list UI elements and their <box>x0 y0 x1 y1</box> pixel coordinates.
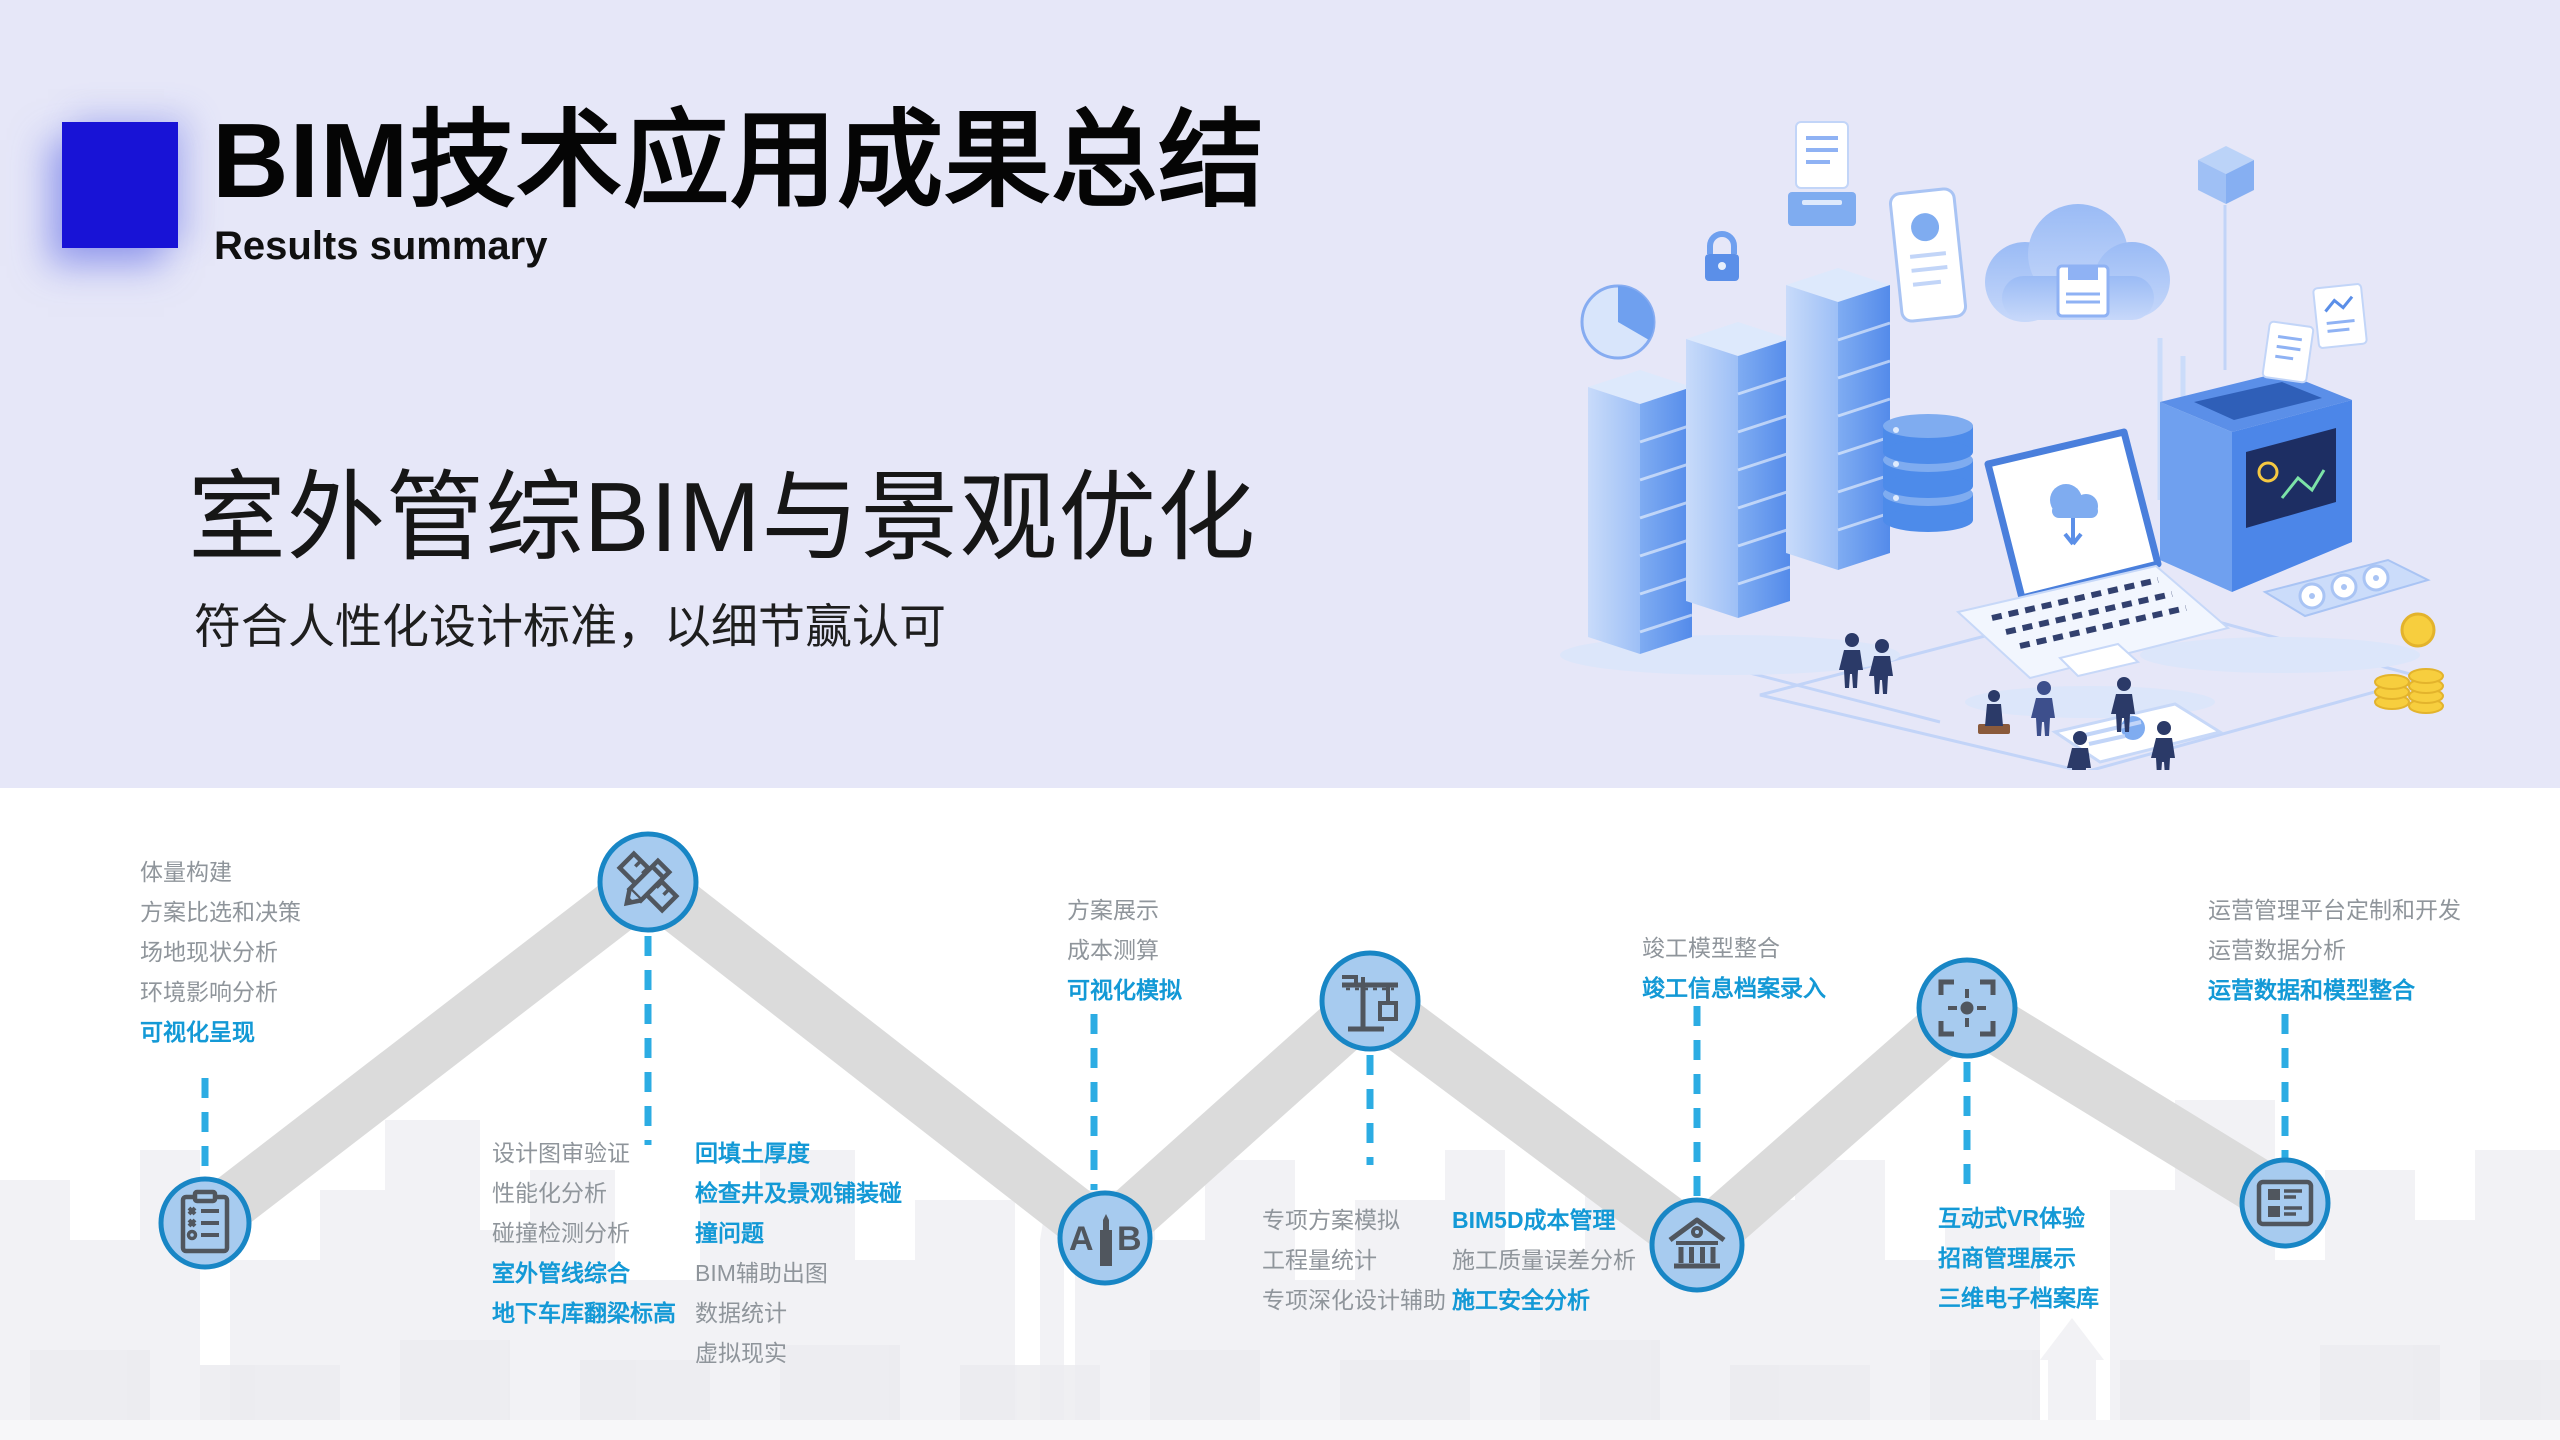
tower-crane-icon <box>1342 975 1398 1032</box>
coins-icon <box>2374 612 2444 714</box>
pie-chart-icon <box>1580 284 1656 360</box>
ab-compare-icon: A B <box>1069 1214 1142 1266</box>
timeline-group-construction-left: 专项方案模拟工程量统计专项深化设计辅助 <box>1262 1200 1446 1320</box>
database-icon <box>1883 414 1973 532</box>
timeline-item: BIM5D成本管理 <box>1452 1207 1616 1233</box>
timeline-group-completion: 竣工模型整合竣工信息档案录入 <box>1642 928 1826 1008</box>
timeline-item: 场地现状分析 <box>140 939 278 965</box>
svg-text:B: B <box>1117 1220 1142 1258</box>
timeline-item: 虚拟现实 <box>695 1340 787 1366</box>
padlock-icon <box>1705 231 1739 281</box>
timeline-item: 方案展示 <box>1067 897 1159 923</box>
timeline-item: 运营数据分析 <box>2208 937 2346 963</box>
cloud-storage-icon <box>1985 204 2170 322</box>
printer-machine <box>2160 283 2444 714</box>
smartphone-icon <box>1888 187 1968 323</box>
cube-icon <box>2198 146 2254 204</box>
timeline-item: 方案比选和决策 <box>140 899 301 925</box>
people-figures <box>1839 633 2175 770</box>
timeline-group-design-left: 设计图审验证性能化分析碰撞检测分析室外管线综合地下车库翻梁标高 <box>492 1133 676 1333</box>
timeline-item: 三维电子档案库 <box>1938 1285 2099 1311</box>
timeline-item: 地下车库翻梁标高 <box>492 1300 676 1326</box>
section-heading: 室外管综BIM与景观优化 <box>188 462 1257 572</box>
timeline-item: 竣工模型整合 <box>1642 935 1780 961</box>
timeline-item: BIM辅助出图 <box>695 1260 828 1286</box>
clipboard-checklist-icon <box>180 1189 230 1254</box>
timeline-item: 撞问题 <box>695 1220 764 1246</box>
timeline-item: 可视化模拟 <box>1067 977 1182 1003</box>
timeline-group-bidding: 方案展示成本测算可视化模拟 <box>1067 890 1182 1010</box>
timeline-item: 施工安全分析 <box>1452 1287 1590 1313</box>
timeline-item: 可视化呈现 <box>140 1019 255 1045</box>
laptop <box>1955 428 2231 680</box>
page-title: BIM技术应用成果总结 <box>212 102 1266 220</box>
document-list-icon <box>2256 1179 2314 1227</box>
timeline-item: 运营数据和模型整合 <box>2208 977 2415 1003</box>
timeline-item: 室外管线综合 <box>492 1260 630 1286</box>
accent-square <box>62 122 178 248</box>
section-subheading: 符合人性化设计标准，以细节赢认可 <box>194 600 946 653</box>
timeline-group-operation-platform: 运营管理平台定制和开发运营数据分析运营数据和模型整合 <box>2208 890 2461 1010</box>
document-card <box>1788 121 1856 226</box>
timeline-item: 数据统计 <box>695 1300 787 1326</box>
timeline-group-construction-right: BIM5D成本管理施工质量误差分析施工安全分析 <box>1452 1200 1636 1320</box>
timeline-node-circle <box>2239 1157 2331 1249</box>
timeline-item: 竣工信息档案录入 <box>1642 975 1826 1001</box>
upload-cloud-icon <box>2050 484 2098 546</box>
hero-section: BIM技术应用成果总结 Results summary 室外管综BIM与景观优化… <box>0 0 2560 788</box>
timeline-item: 运营管理平台定制和开发 <box>2208 897 2461 923</box>
timeline-group-design-right: 回填土厚度检查井及景观铺装碰撞问题 BIM辅助出图数据统计虚拟现实 <box>695 1133 902 1373</box>
timeline-item: 环境影响分析 <box>140 979 278 1005</box>
dashed-connectors <box>201 936 2289 1197</box>
focus-target-icon <box>1938 979 1996 1037</box>
timeline-node-circle <box>1319 950 1421 1052</box>
timeline-item: 设计图审验证 <box>492 1140 630 1166</box>
timeline-item: 碰撞检测分析 <box>492 1220 630 1246</box>
svg-text:A: A <box>1069 1220 1094 1258</box>
timeline-item: 检查井及景观铺装碰 <box>695 1180 902 1206</box>
server-towers <box>1588 268 1891 654</box>
timeline-item: 专项方案模拟 <box>1262 1207 1400 1233</box>
timeline-item: 回填土厚度 <box>695 1140 810 1166</box>
timeline-item: 专项深化设计辅助 <box>1262 1287 1446 1313</box>
timeline-item: 招商管理展示 <box>1938 1245 2076 1271</box>
pencil-ruler-icon <box>616 850 680 914</box>
timeline-item: 性能化分析 <box>492 1180 607 1206</box>
timeline-item: 工程量统计 <box>1262 1247 1377 1273</box>
page-subtitle: Results summary <box>214 224 548 268</box>
timeline-item: 互动式VR体验 <box>1938 1205 2085 1231</box>
timeline-group-concept: 体量构建方案比选和决策场地现状分析环境影响分析可视化呈现 <box>140 852 301 1052</box>
hero-illustration <box>1560 121 2444 770</box>
timeline-item: 成本测算 <box>1067 937 1159 963</box>
shadow <box>2140 637 2420 673</box>
bank-building-icon <box>1668 1217 1726 1269</box>
timeline-group-operation-vr: 互动式VR体验招商管理展示三维电子档案库 <box>1938 1198 2099 1318</box>
timeline-item: 施工质量误差分析 <box>1452 1247 1636 1273</box>
timeline-item: 体量构建 <box>140 859 232 885</box>
